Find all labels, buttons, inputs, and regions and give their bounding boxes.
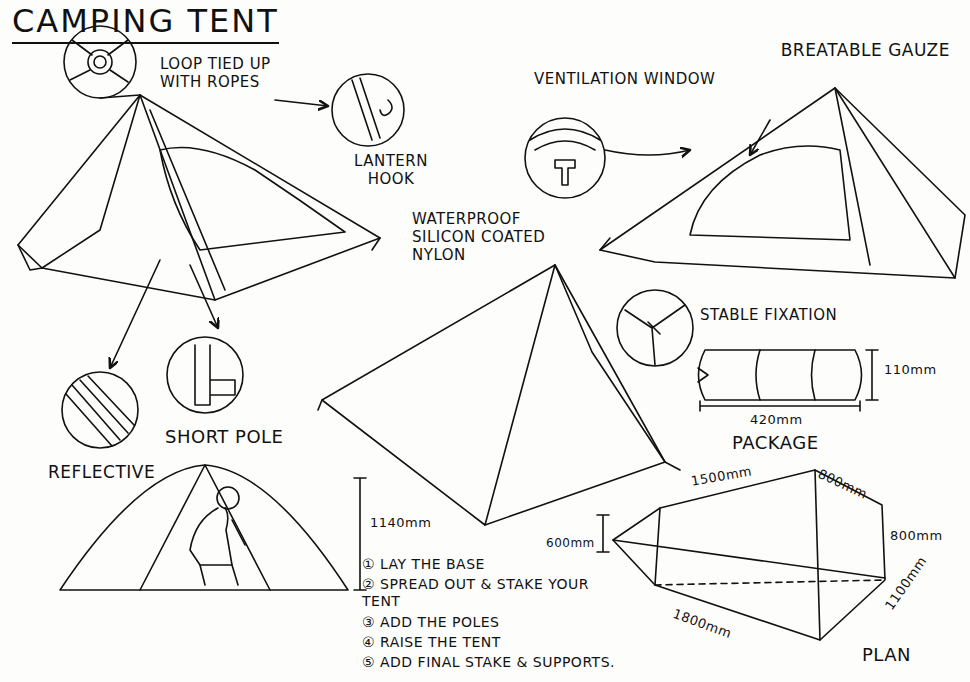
- part-label: VENTILATION WINDOW: [534, 70, 744, 88]
- material-label: WATERPROOF SILICON COATED NYLON: [412, 210, 577, 264]
- part-label: LANTERN HOOK: [336, 152, 446, 188]
- dimension: 420mm: [750, 412, 830, 428]
- part-label: LOOP TIED UP WITH ROPES: [160, 55, 310, 91]
- part-label: SHORT POLE: [165, 426, 315, 448]
- step: ⑤ ADD FINAL STAKE & SUPPORTS.: [362, 654, 662, 671]
- dimension: 1140mm: [370, 515, 450, 531]
- part-label: STABLE FIXATION: [700, 306, 870, 324]
- dimension: 800mm: [815, 466, 869, 502]
- step: ④ RAISE THE TENT: [362, 634, 592, 651]
- title: CAMPING TENT: [12, 2, 279, 44]
- step: ② SPREAD OUT & STAKE YOUR TENT: [362, 576, 602, 610]
- dimension: 600mm: [546, 536, 606, 550]
- step: ① LAY THE BASE: [362, 556, 592, 573]
- dimension: 1500mm: [690, 463, 753, 489]
- dimension: 110mm: [884, 362, 954, 378]
- dimension: 1800mm: [671, 606, 734, 642]
- part-label: REFLECTIVE: [48, 462, 178, 482]
- step: ③ ADD THE POLES: [362, 614, 592, 631]
- dimension: 800mm: [890, 528, 965, 544]
- section-label: PLAN: [862, 644, 942, 666]
- dimension: 1100mm: [882, 554, 930, 613]
- part-label: BREATABLE GAUZE: [780, 40, 950, 60]
- section-label: PACKAGE: [732, 432, 842, 454]
